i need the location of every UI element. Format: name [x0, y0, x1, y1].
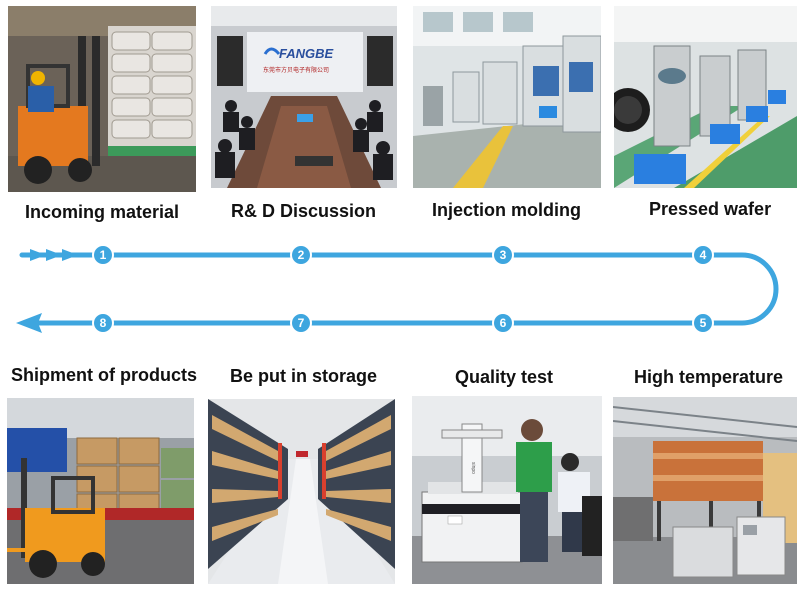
- photo-quality-test: sinpo: [412, 396, 602, 584]
- photo-shipment: [7, 398, 194, 584]
- step-number-2: 2: [298, 248, 305, 262]
- step-node-3: [492, 244, 514, 266]
- photo-high-temperature: [613, 397, 797, 584]
- step-number-3: 3: [500, 248, 507, 262]
- step-number-7: 7: [298, 316, 305, 330]
- fangbe-logo: FANGBE: [279, 46, 334, 61]
- step-node-1: [92, 244, 114, 266]
- step-number-1: 1: [100, 248, 107, 262]
- company-name: 东莞市方贝电子有限公司: [263, 66, 329, 74]
- step-2-label: R& D Discussion: [231, 201, 377, 221]
- photo-pressed-wafer: [614, 6, 797, 188]
- step-4-label: Pressed wafer: [649, 199, 772, 219]
- start-arrow-3: [62, 249, 78, 261]
- step-node-7: [290, 312, 312, 334]
- photo-incoming-material: [8, 6, 196, 192]
- step-3-label: Injection molding: [432, 200, 581, 220]
- step-7-label: Be put in storage: [230, 366, 378, 386]
- step-number-8: 8: [100, 316, 107, 330]
- photo-rd-discussion: FANGBE 东莞市方贝电子有限公司: [211, 6, 397, 188]
- step-number-5: 5: [700, 316, 707, 330]
- step-6-label: Quality test: [455, 367, 554, 387]
- step-8-label: Shipment of products: [11, 365, 197, 385]
- step-node-8: [92, 312, 114, 334]
- step-node-6: [492, 312, 514, 334]
- photo-injection-molding: [413, 6, 601, 188]
- photo-storage: [208, 399, 395, 584]
- step-node-2: [290, 244, 312, 266]
- step-1-label: Incoming material: [25, 202, 180, 222]
- end-arrowhead: [16, 313, 42, 333]
- step-node-4: [692, 244, 714, 266]
- start-arrow-1: [30, 249, 46, 261]
- machine-brand-text: sinpo: [470, 462, 476, 474]
- step-number-6: 6: [500, 316, 507, 330]
- step-number-4: 4: [700, 248, 707, 262]
- step-node-5: [692, 312, 714, 334]
- flow-track: [19, 252, 779, 326]
- step-5-label: High temperature: [634, 367, 784, 387]
- start-arrow-2: [46, 249, 62, 261]
